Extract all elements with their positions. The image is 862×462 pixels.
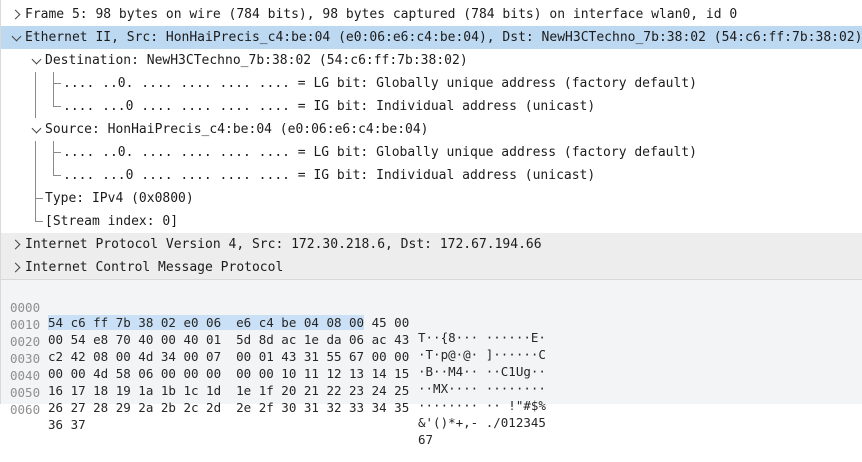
hex-bytes[interactable]: c2 42 08 00 4d 34 00 07 00 01 43 31 55 6…: [48, 349, 410, 364]
hex-bytes-highlighted[interactable]: 54 c6 ff 7b 38 02 e0 06 e6 c4 be 04 08 0…: [48, 315, 365, 330]
tree-row-label: Internet Protocol Version 4, Src: 172.30…: [25, 237, 542, 252]
tree-line: [45, 72, 63, 95]
tree-line: [27, 187, 45, 210]
hex-row[interactable]: 0010 00 54 e8 70 40 00 40 01 5d 8d ac 1e…: [1, 302, 862, 362]
tree-line: [27, 164, 45, 187]
tree-row-label: .... ...0 .... .... .... .... = IG bit: …: [63, 168, 596, 183]
tree-row-label: Frame 5: 98 bytes on wire (784 bits), 98…: [25, 7, 738, 22]
tree-row-src-ig-bit[interactable]: .... ...0 .... .... .... .... = IG bit: …: [1, 164, 862, 187]
ascii-bytes[interactable]: ··MX···· ········: [418, 381, 546, 396]
tree-row-type[interactable]: Type: IPv4 (0x0800): [1, 187, 862, 210]
tree-row-label: .... ..0. .... .... .... .... = LG bit: …: [63, 76, 697, 91]
tree-row-ethernet[interactable]: Ethernet II, Src: HonHaiPrecis_c4:be:04 …: [1, 26, 862, 49]
tree-line: [45, 95, 63, 118]
tree-row-destination[interactable]: Destination: NewH3CTechno_7b:38:02 (54:c…: [1, 49, 862, 72]
tree-row-label: [Stream index: 0]: [45, 214, 179, 229]
tree-line: [27, 95, 45, 118]
tree-row-dest-lg-bit[interactable]: .... ..0. .... .... .... .... = LG bit: …: [1, 72, 862, 95]
hex-offset: 0030: [10, 351, 41, 366]
packet-details-window: Frame 5: 98 bytes on wire (784 bits), 98…: [0, 0, 862, 447]
hex-offset: 0060: [10, 402, 41, 417]
hex-offset: 0000: [10, 300, 41, 315]
hex-offset: 0050: [10, 385, 41, 400]
tree-row-icmp[interactable]: Internet Control Message Protocol: [1, 256, 862, 279]
ascii-bytes[interactable]: 67: [418, 432, 434, 447]
chevron-down-icon[interactable]: [27, 118, 45, 141]
hex-row[interactable]: 0000 54 c6 ff 7b 38 02 e0 06 e6 c4 be 04…: [1, 285, 862, 345]
tree-row-dest-ig-bit[interactable]: .... ...0 .... .... .... .... = IG bit: …: [1, 95, 862, 118]
hex-row[interactable]: 0060 36 37 67: [1, 387, 862, 447]
hex-bytes[interactable]: 54 c6 ff 7b 38 02 e0 06 e6 c4 be 04 08 0…: [48, 315, 409, 330]
tree-row-label: Ethernet II, Src: HonHaiPrecis_c4:be:04 …: [25, 30, 862, 45]
hex-offset: 0040: [10, 368, 41, 383]
hex-bytes-rest[interactable]: 45 00: [364, 315, 410, 330]
ascii-bytes[interactable]: T··{8··· ······E·: [418, 330, 546, 345]
hex-dump-pane: 0000 54 c6 ff 7b 38 02 e0 06 e6 c4 be 04…: [1, 279, 862, 447]
hex-offset: 0020: [10, 334, 41, 349]
ascii-bytes[interactable]: ·B··M4·· ··C1Ug··: [418, 364, 546, 379]
chevron-down-icon[interactable]: [7, 26, 25, 49]
tree-row-source[interactable]: Source: HonHaiPrecis_c4:be:04 (e0:06:e6:…: [1, 118, 862, 141]
tree-line: [45, 164, 63, 187]
hex-row[interactable]: 0050 26 27 28 29 2a 2b 2c 2d 2e 2f 30 31…: [1, 370, 862, 430]
hex-bytes[interactable]: 00 00 4d 58 06 00 00 00 00 00 10 11 12 1…: [48, 366, 410, 381]
ascii-bytes[interactable]: ·T·p@·@· ]······C: [418, 347, 546, 362]
tree-line: [27, 141, 45, 164]
hex-offset: 0010: [10, 317, 41, 332]
tree-row-frame[interactable]: Frame 5: 98 bytes on wire (784 bits), 98…: [1, 3, 862, 26]
hex-row[interactable]: 0040 16 17 18 19 1a 1b 1c 1d 1e 1f 20 21…: [1, 353, 862, 413]
hex-bytes[interactable]: 00 54 e8 70 40 00 40 01 5d 8d ac 1e da 0…: [48, 332, 410, 347]
chevron-right-icon[interactable]: [7, 233, 25, 256]
hex-row[interactable]: 0020 c2 42 08 00 4d 34 00 07 00 01 43 31…: [1, 319, 862, 379]
tree-row-label: Internet Control Message Protocol: [25, 260, 284, 275]
hex-row[interactable]: 0030 00 00 4d 58 06 00 00 00 00 00 10 11…: [1, 336, 862, 396]
tree-row-label: .... ...0 .... .... .... .... = IG bit: …: [63, 99, 596, 114]
tree-line: [27, 72, 45, 95]
tree-row-stream-index[interactable]: [Stream index: 0]: [1, 210, 862, 233]
chevron-down-icon[interactable]: [27, 49, 45, 72]
tree-row-ipv4[interactable]: Internet Protocol Version 4, Src: 172.30…: [1, 233, 862, 256]
hex-bytes[interactable]: 36 37: [48, 417, 86, 432]
tree-line: [45, 141, 63, 164]
chevron-right-icon[interactable]: [7, 256, 25, 279]
tree-row-label: Destination: NewH3CTechno_7b:38:02 (54:c…: [45, 53, 468, 68]
tree-row-label: Type: IPv4 (0x0800): [45, 191, 194, 206]
ascii-bytes[interactable]: &'()*+,- ./012345: [418, 415, 546, 430]
tree-row-src-lg-bit[interactable]: .... ..0. .... .... .... .... = LG bit: …: [1, 141, 862, 164]
tree-row-label: Source: HonHaiPrecis_c4:be:04 (e0:06:e6:…: [45, 122, 429, 137]
hex-bytes[interactable]: 16 17 18 19 1a 1b 1c 1d 1e 1f 20 21 22 2…: [48, 383, 410, 398]
tree-line: [27, 210, 45, 233]
chevron-right-icon[interactable]: [7, 3, 25, 26]
packet-detail-tree: Frame 5: 98 bytes on wire (784 bits), 98…: [1, 0, 862, 279]
tree-row-label: .... ..0. .... .... .... .... = LG bit: …: [63, 145, 697, 160]
